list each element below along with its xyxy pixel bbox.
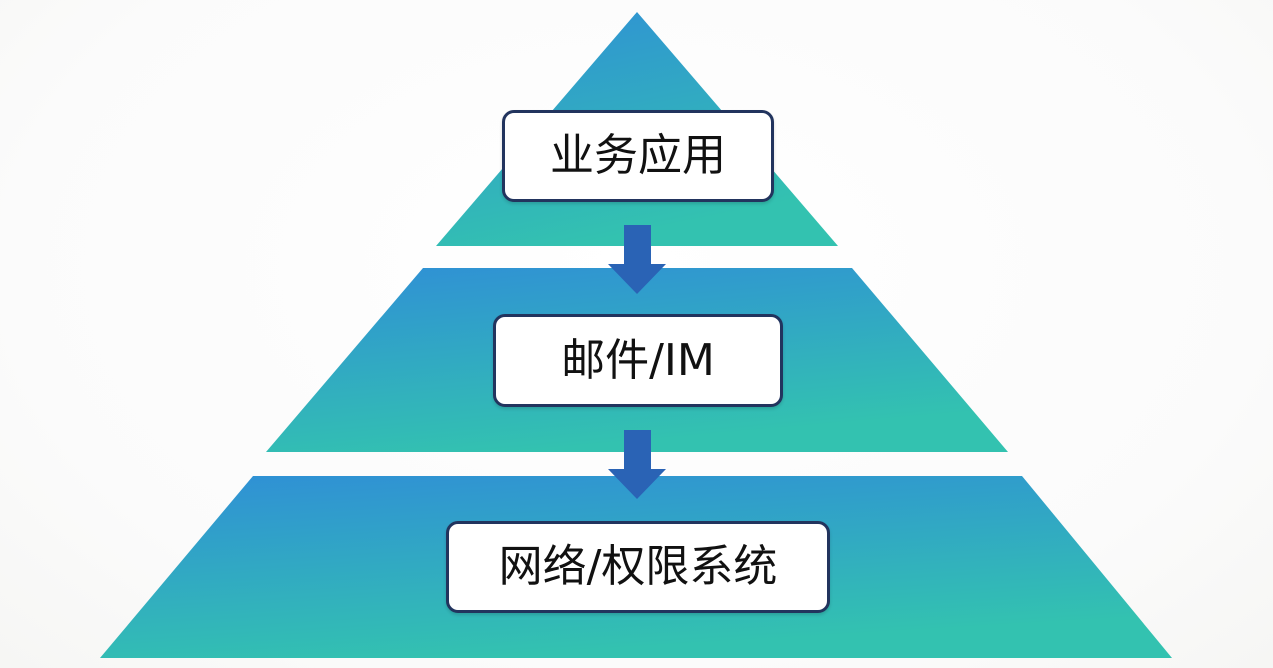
layer-label-network-permissions: 网络/权限系统 [446, 521, 830, 613]
layer-label-business-apps: 业务应用 [502, 110, 774, 202]
layer-label-text: 业务应用 [550, 130, 726, 181]
layer-label-mail-im: 邮件/IM [493, 314, 783, 407]
arrow-down-icon [608, 225, 666, 294]
layer-label-text: 邮件/IM [561, 334, 715, 386]
layer-label-text: 网络/权限系统 [498, 541, 778, 592]
arrow-down-icon [608, 430, 666, 499]
